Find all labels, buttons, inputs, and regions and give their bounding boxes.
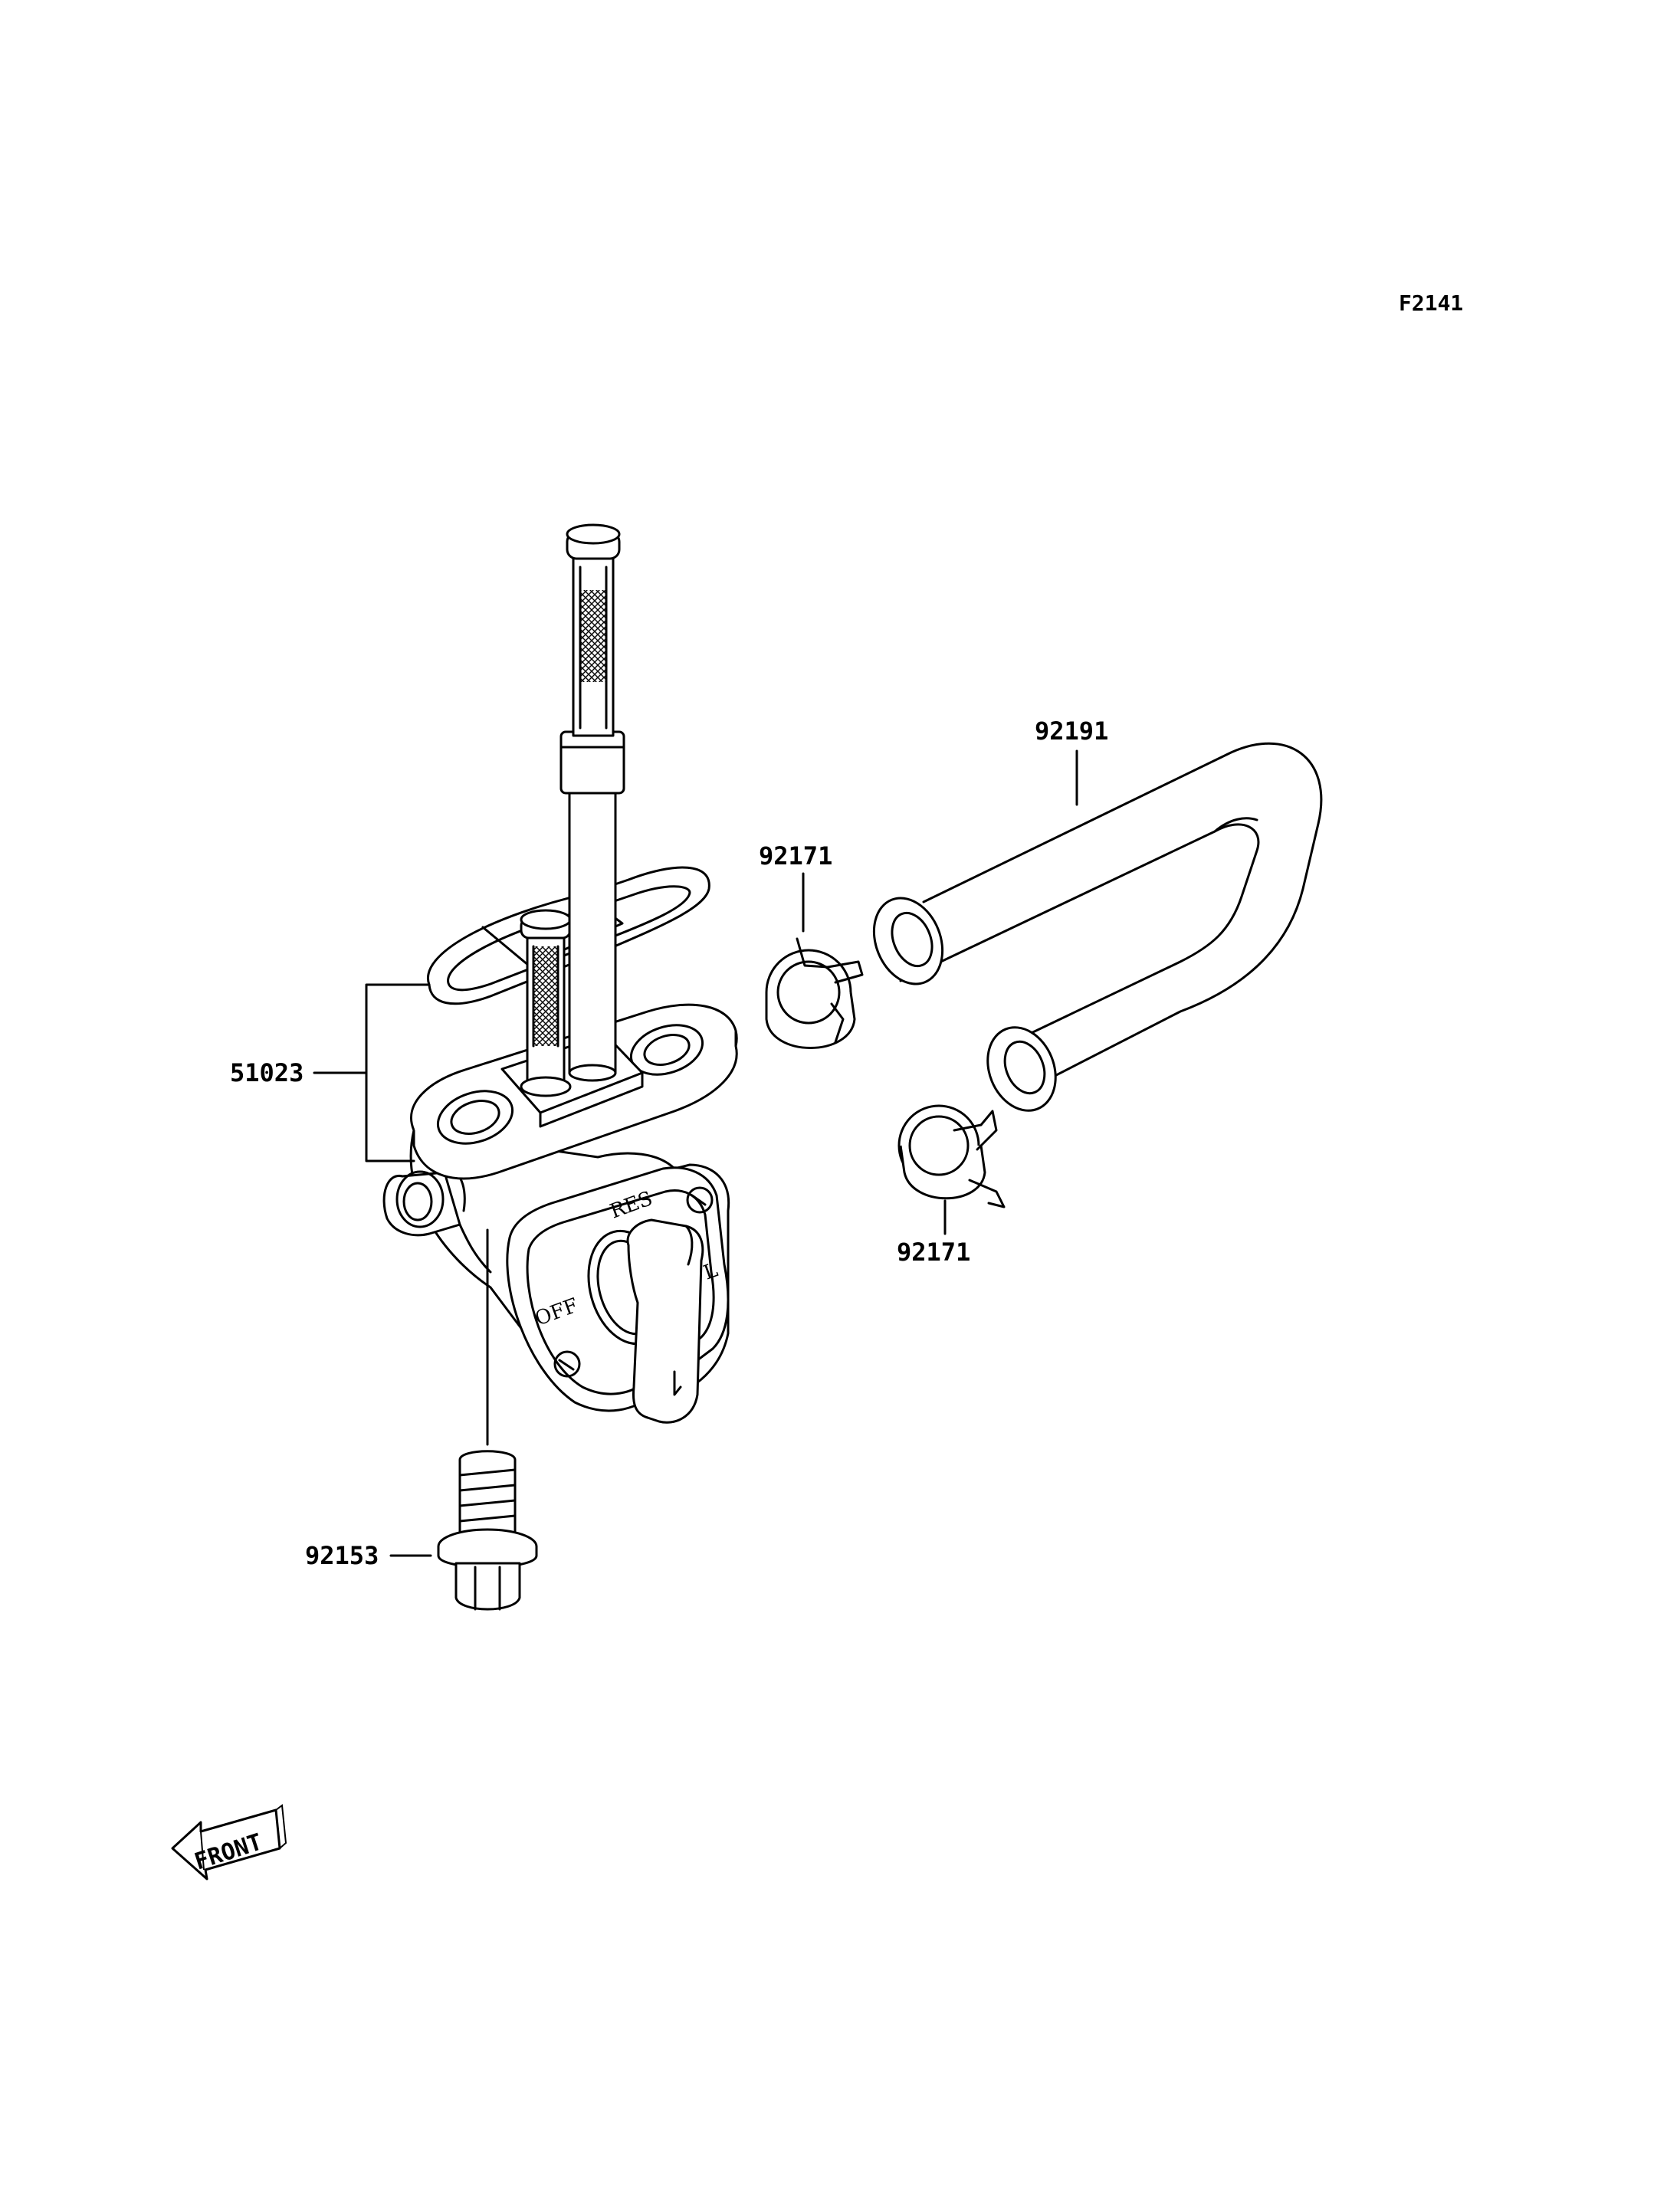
part-label-fuel-hose: 92191 xyxy=(1035,716,1108,746)
reserve-pipe xyxy=(520,909,572,1097)
figure-code: F2141 xyxy=(1399,290,1463,316)
hose-clamp-upper xyxy=(765,872,864,1049)
part-label-hose-clamp-upper: 92171 xyxy=(759,841,832,871)
hose-clamp-lower xyxy=(897,1104,1006,1235)
flange-bolt xyxy=(389,1228,538,1611)
part-label-hose-clamp-lower: 92171 xyxy=(897,1238,970,1267)
fuel-hose xyxy=(872,742,1323,1112)
front-direction-arrow: FRONT xyxy=(171,1804,287,1881)
fuel-cock-assembly: RES OFF L xyxy=(313,523,738,1424)
fuel-lever: RES OFF L xyxy=(532,1187,721,1424)
part-label-flange-bolt: 92153 xyxy=(305,1541,379,1570)
part-label-fuel-cock-assy: 51023 xyxy=(230,1058,304,1087)
main-pipe xyxy=(559,523,625,1082)
